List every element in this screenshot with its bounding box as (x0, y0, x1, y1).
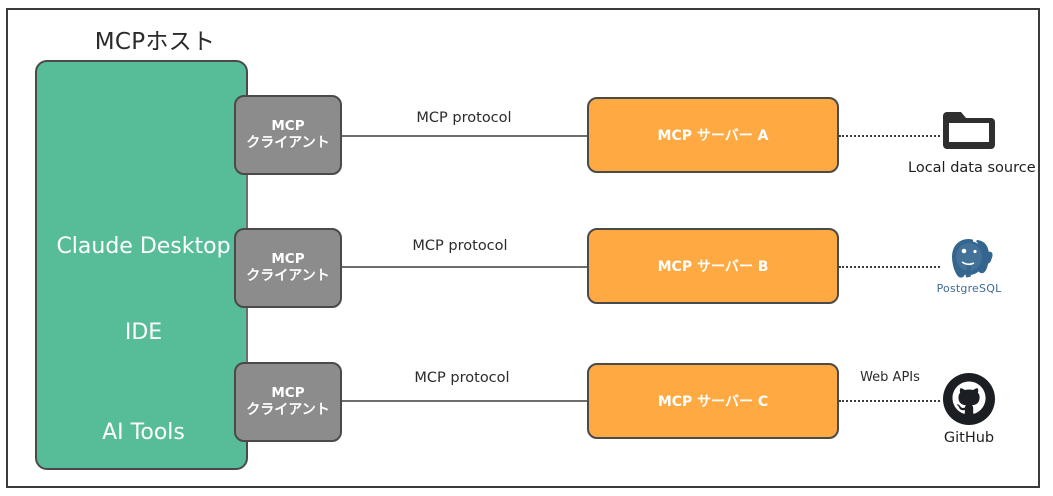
mcp-client-box-1[interactable]: MCP クライアント (234, 95, 342, 175)
mcp-client-label-3-line2: クライアント (246, 402, 330, 418)
mcp-protocol-label-2: MCP protocol (412, 238, 508, 254)
mcp-server-box-a[interactable]: MCP サーバー A (587, 97, 839, 173)
folder-icon (908, 106, 1030, 156)
external-link-1 (839, 135, 940, 137)
host-app-ide: IDE (124, 320, 163, 345)
mcp-protocol-link-3 (342, 400, 587, 402)
github-icon (930, 372, 1008, 426)
mcp-protocol-label-3: MCP protocol (414, 370, 510, 386)
external-label-postgresql: PostgreSQL (936, 282, 1002, 295)
mcp-client-box-3[interactable]: MCP クライアント (234, 362, 342, 442)
mcp-protocol-link-2 (342, 266, 587, 268)
host-edge-connector-1 (246, 172, 248, 236)
external-link-2 (839, 266, 940, 268)
mcp-server-box-c[interactable]: MCP サーバー C (587, 363, 839, 439)
host-app-ai-tools: AI Tools (102, 420, 185, 445)
postgresql-icon (920, 232, 1018, 286)
external-label-local-data-source: Local data source (908, 160, 1036, 176)
external-resource-local-data-source: Local data source (908, 106, 1036, 176)
host-application-box[interactable]: Claude Desktop IDE AI Tools (35, 60, 248, 470)
mcp-client-label-1-line1: MCP (271, 118, 305, 134)
mcp-protocol-link-1 (342, 135, 587, 137)
diagram-title: MCPホスト (94, 29, 216, 55)
mcp-protocol-label-1: MCP protocol (416, 110, 512, 126)
mcp-client-label-1-line2: クライアント (246, 135, 330, 151)
host-edge-connector-2 (246, 306, 248, 368)
external-resource-github: GitHub (930, 372, 1008, 446)
mcp-client-label-2-line2: クライアント (246, 268, 330, 284)
mcp-server-label-c: MCP サーバー C (657, 394, 769, 410)
web-apis-label: Web APIs (860, 370, 920, 385)
mcp-host-frame (6, 8, 1040, 488)
mcp-server-box-b[interactable]: MCP サーバー B (587, 228, 839, 304)
mcp-server-label-a: MCP サーバー A (657, 128, 769, 144)
mcp-server-label-b: MCP サーバー B (657, 259, 769, 275)
external-resource-postgresql: PostgreSQL (920, 232, 1018, 295)
mcp-client-label-3-line1: MCP (271, 385, 305, 401)
mcp-client-label-2-line1: MCP (271, 251, 305, 267)
external-label-github: GitHub (943, 430, 995, 446)
mcp-client-box-2[interactable]: MCP クライアント (234, 228, 342, 308)
external-link-3 (839, 400, 940, 402)
host-app-claude-desktop: Claude Desktop (56, 234, 231, 259)
